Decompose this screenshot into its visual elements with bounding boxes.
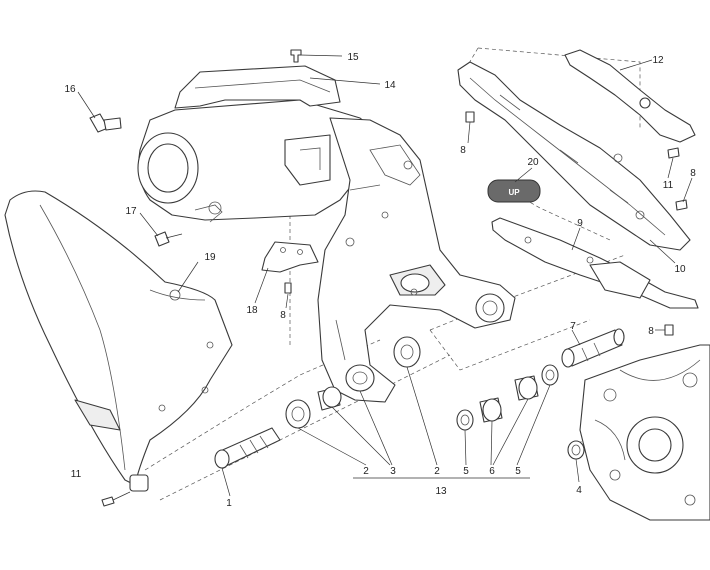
- bearing-2-center: [393, 336, 421, 368]
- label-2a: 2: [363, 466, 369, 477]
- chain-guide-10: [457, 61, 691, 251]
- label-18: 18: [246, 305, 258, 316]
- pin-7: [561, 328, 625, 368]
- label-19: 19: [204, 252, 216, 263]
- label-8c: 8: [690, 168, 696, 179]
- label-8d: 8: [648, 326, 654, 337]
- label-16: 16: [64, 84, 76, 95]
- bolt-16: [89, 113, 122, 133]
- rear-mudguard: [4, 190, 233, 486]
- protector-9: [491, 217, 699, 309]
- label-11a: 11: [71, 469, 82, 480]
- bracket-18: [261, 241, 319, 273]
- screw-11-lower: [101, 491, 131, 507]
- up-sticker-20: UP: [487, 179, 541, 203]
- label-5a: 5: [463, 466, 469, 477]
- screw-8-protector: [664, 324, 674, 336]
- screw-15: [290, 49, 302, 63]
- needle-bearing-6-left: [479, 397, 503, 423]
- label-15: 15: [347, 52, 359, 63]
- screw-8-upper: [465, 111, 475, 123]
- label-13: 13: [435, 486, 447, 497]
- bushing-3: [317, 386, 342, 411]
- label-14: 14: [384, 80, 396, 91]
- engine-casing: [579, 344, 710, 521]
- screw-11-upper: [667, 147, 680, 159]
- bolt-17: [154, 231, 183, 247]
- label-20: 20: [527, 157, 539, 168]
- seal-5-left: [456, 409, 474, 431]
- label-17: 17: [125, 206, 137, 217]
- label-10: 10: [674, 264, 686, 275]
- label-2b: 2: [434, 466, 440, 477]
- screw-8-bracket: [284, 282, 292, 294]
- spacer-4: [567, 440, 585, 460]
- label-4: 4: [576, 485, 582, 496]
- leader-lines: [77, 54, 693, 497]
- label-3: 3: [390, 466, 396, 477]
- callout-labels: 1 2 3 2 5 6 5 13 4 7 8 9 10 11 8 12 20 8…: [64, 52, 696, 509]
- screw-8-right: [675, 199, 688, 211]
- pivot-shaft-1: [214, 427, 281, 469]
- label-1: 1: [226, 498, 232, 509]
- label-7: 7: [570, 321, 576, 332]
- sticker-text: UP: [508, 188, 520, 197]
- label-9: 9: [577, 218, 583, 229]
- mudguard-spacer: [129, 474, 149, 492]
- swingarm: [317, 117, 516, 403]
- swingarm-upper-cover: [137, 99, 376, 223]
- bearing-2-left: [285, 399, 311, 429]
- chain-cover-12: [564, 49, 696, 143]
- label-8b: 8: [280, 310, 286, 321]
- label-6: 6: [489, 466, 495, 477]
- label-5b: 5: [515, 466, 521, 477]
- label-12: 12: [652, 55, 664, 66]
- seal-5-right: [541, 364, 559, 386]
- label-8a: 8: [460, 145, 466, 156]
- label-11b: 11: [663, 180, 674, 191]
- upper-trim-14: [174, 65, 341, 109]
- needle-bearing-6-right: [514, 375, 539, 401]
